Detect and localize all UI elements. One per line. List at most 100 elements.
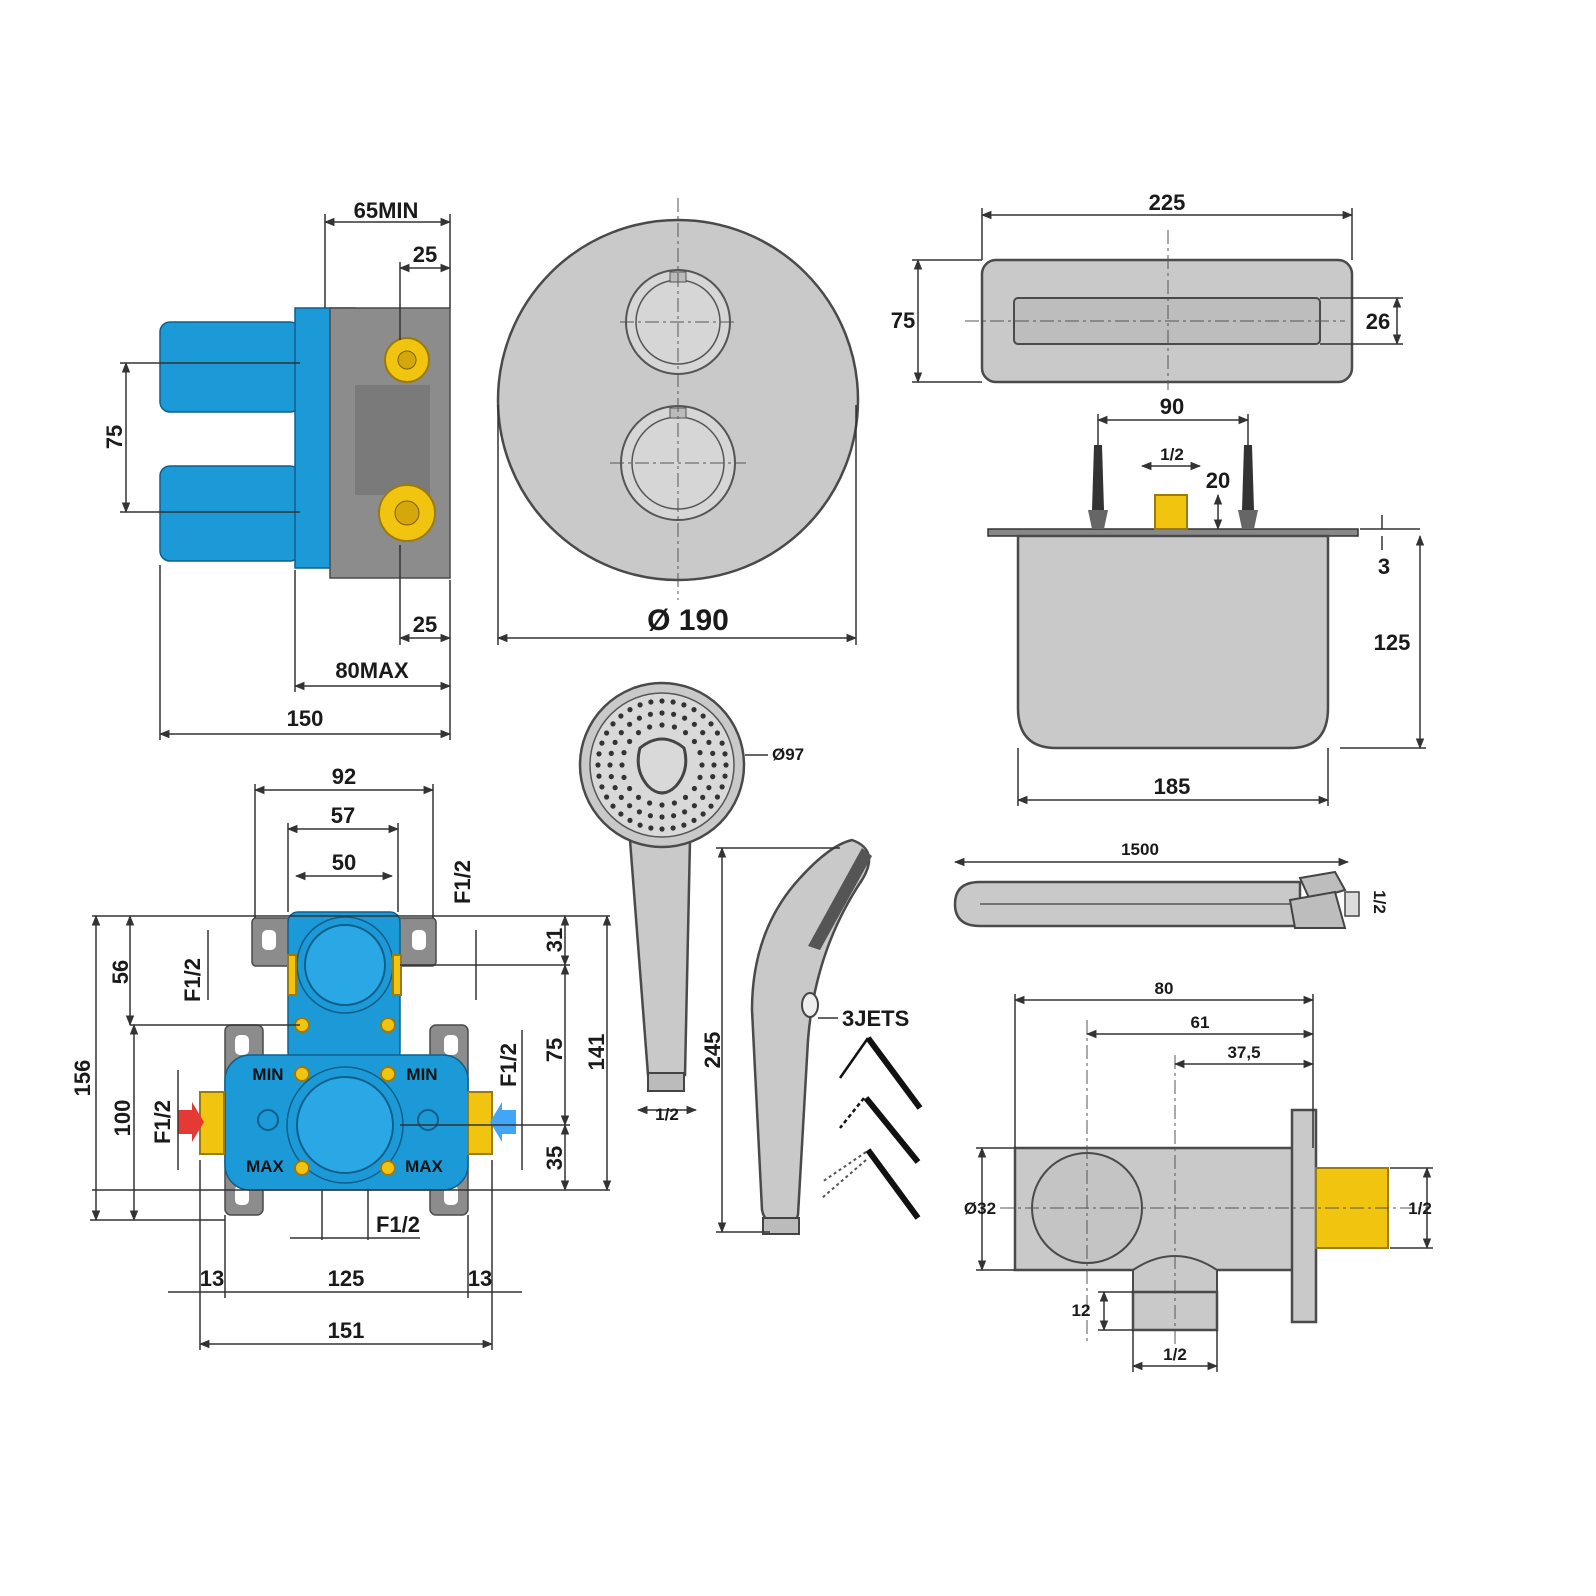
dim-20: 20 <box>1206 468 1230 493</box>
jet-nozzle <box>671 813 677 819</box>
jet-nozzle <box>610 721 616 727</box>
dim-80-elbow: 80 <box>1155 979 1174 998</box>
dim-diameter-190: Ø 190 <box>647 604 729 637</box>
jet-nozzle <box>621 750 627 756</box>
dim-75-side: 75 <box>102 425 127 449</box>
valve-front-inlet-right <box>467 1091 493 1155</box>
jet-nozzle <box>604 730 610 736</box>
jet-nozzle <box>612 739 618 746</box>
jet-nozzle <box>607 762 613 768</box>
label-min-right: MIN <box>406 1065 437 1084</box>
cold-inlet-arrow-icon <box>490 1102 516 1142</box>
wall-elbow-view: 80 61 37,5 Ø32 1/2 12 1/2 <box>964 979 1433 1372</box>
dim-3: 3 <box>1378 554 1390 579</box>
jet-nozzle <box>671 724 678 730</box>
jet-nozzle <box>659 722 665 728</box>
dim-half-inch-elbow-bottom: 1/2 <box>1163 1345 1187 1364</box>
dim-75-front: 75 <box>542 1038 567 1062</box>
label-max-right: MAX <box>405 1157 443 1176</box>
handshower-jets <box>595 698 729 832</box>
dim-35: 35 <box>542 1146 567 1170</box>
jet-nozzle <box>627 738 633 745</box>
jet-nozzle <box>711 762 717 768</box>
jet-nozzle <box>697 750 703 756</box>
dim-90: 90 <box>1160 394 1184 419</box>
jet-nozzle <box>627 803 633 809</box>
jet-nozzle <box>710 774 716 780</box>
jet-nozzle <box>627 707 633 713</box>
jet-nozzle <box>608 750 614 757</box>
valve-front-view: MIN MIN MAX MAX 92 57 50 F1/2 F1/2 56 15… <box>70 764 612 1350</box>
jet-nozzle <box>618 811 624 817</box>
jet-nozzle <box>659 826 665 832</box>
jet-nozzle <box>700 713 706 719</box>
jet-nozzle <box>647 800 653 806</box>
valve-cartridge-bottom <box>159 465 301 562</box>
dim-57: 57 <box>331 803 355 828</box>
dim-diameter-32: Ø32 <box>964 1199 996 1218</box>
dim-225: 225 <box>1149 190 1186 215</box>
jet-nozzle <box>659 802 665 808</box>
jet-nozzle <box>627 785 633 792</box>
label-max-left: MAX <box>246 1157 284 1176</box>
jet-nozzle <box>648 825 654 831</box>
jet-nozzle <box>618 730 624 736</box>
jet-nozzle <box>700 730 706 736</box>
jet-nozzle <box>610 803 616 809</box>
dim-f12-top-right: F1/2 <box>450 860 475 904</box>
jet-nozzle <box>700 794 706 801</box>
jet-nozzle <box>659 710 665 716</box>
jet-nozzle <box>599 740 605 746</box>
jet-nozzle <box>596 773 602 779</box>
jet-nozzle <box>619 762 625 768</box>
jets-label: 3JETS <box>842 1006 909 1031</box>
jet-nozzle <box>637 822 643 828</box>
dim-half-inch-elbow-right: 1/2 <box>1408 1199 1432 1218</box>
jet-nozzle <box>670 699 676 705</box>
jet-nozzle <box>700 811 706 817</box>
elbow-wall-plate <box>1290 1108 1318 1324</box>
jet-nozzle <box>708 803 714 809</box>
jet-nozzle <box>618 713 624 719</box>
dim-12: 12 <box>1072 1301 1091 1320</box>
dim-f12-right-inlet: F1/2 <box>496 1043 521 1087</box>
jet-nozzle <box>608 774 614 780</box>
jet-nozzle <box>719 740 725 746</box>
dim-37-5: 37,5 <box>1227 1043 1260 1062</box>
jet-nozzle <box>710 750 716 757</box>
jet-nozzle <box>706 785 712 791</box>
label-min-left: MIN <box>252 1065 283 1084</box>
jet-nozzle <box>691 817 697 824</box>
jet-nozzle <box>681 822 687 828</box>
jet-nozzle <box>706 739 712 746</box>
dim-150: 150 <box>287 706 324 731</box>
faceplate-view: Ø 190 <box>496 198 860 645</box>
jet-nozzle <box>699 762 705 768</box>
jet-nozzle <box>627 721 633 727</box>
jet-nozzle <box>604 794 610 800</box>
valve-cartridge-top <box>159 321 301 413</box>
jet-nozzle <box>595 762 601 768</box>
dim-80max: 80MAX <box>335 658 409 683</box>
hose-length-label: 1500 <box>1121 840 1159 859</box>
dim-13-right: 13 <box>468 1266 492 1291</box>
dim-100: 100 <box>110 1100 135 1137</box>
spout-side-body <box>1016 534 1330 750</box>
jet-nozzle <box>714 730 721 736</box>
dim-25-top: 25 <box>413 242 437 267</box>
handshower-front: Ø97 1/2 <box>578 681 804 1124</box>
dim-141: 141 <box>584 1034 609 1071</box>
jet-nozzle <box>681 702 687 708</box>
handshower-side-body <box>750 838 871 1227</box>
dim-25-bottom: 25 <box>413 612 437 637</box>
jet-nozzle <box>636 809 643 815</box>
hose-view: 1500 1/2 <box>953 840 1389 929</box>
handshower-handle <box>628 838 692 1077</box>
jet-nozzle <box>599 784 605 790</box>
dim-56: 56 <box>108 960 133 984</box>
valve-front-inlet-left <box>199 1091 225 1155</box>
dim-185: 185 <box>1154 774 1191 799</box>
jet-nozzle <box>697 774 703 781</box>
spout-brass-inlet <box>1154 494 1188 530</box>
